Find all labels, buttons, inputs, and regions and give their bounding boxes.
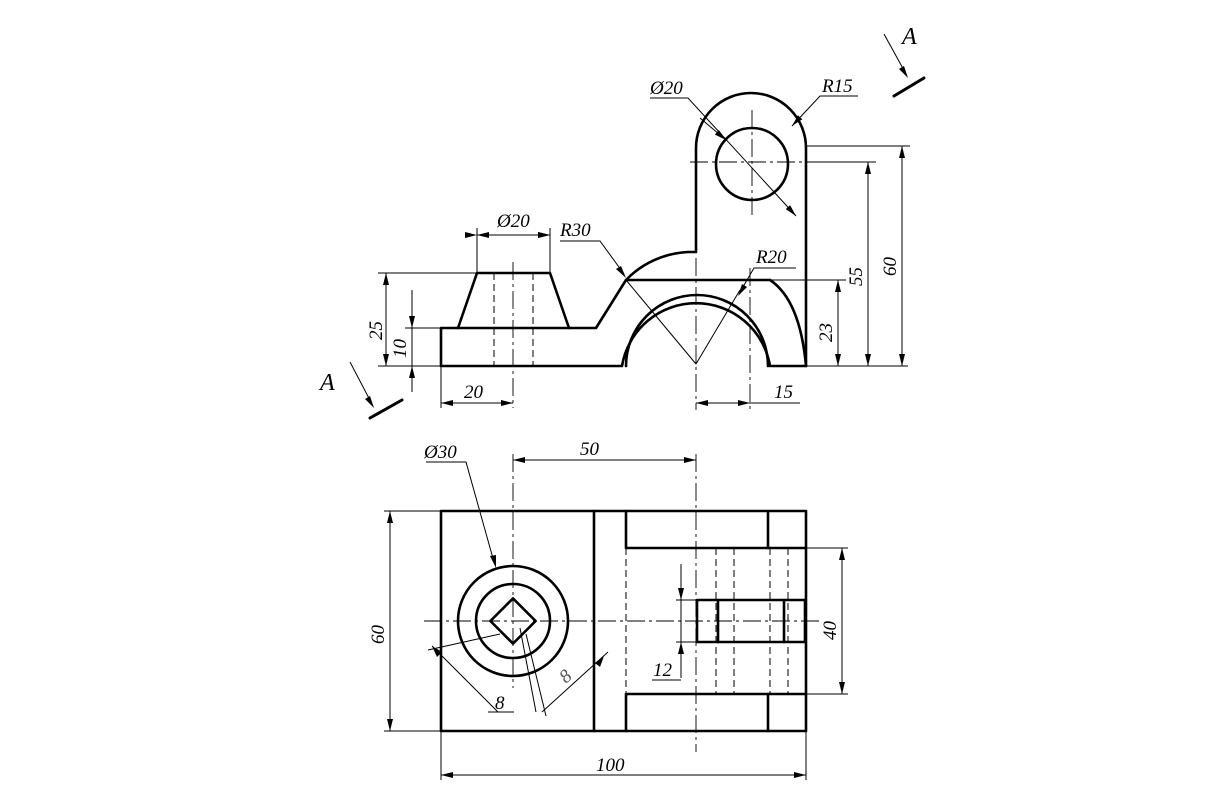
dim15-label: 15 xyxy=(774,382,793,403)
front-view: Ø20 R15 Ø20 R30 R20 25 10 xyxy=(318,24,926,420)
dim10-label: 10 xyxy=(390,339,411,359)
section-indicator-top: A xyxy=(883,24,926,98)
dim12-label: 12 xyxy=(653,660,673,681)
arch-outer-right xyxy=(768,278,808,368)
section-label-bottom: A xyxy=(318,370,335,396)
front-view-outline xyxy=(439,91,808,368)
dia30-leader xyxy=(426,461,495,563)
r20-leader xyxy=(739,267,796,293)
section-indicator-bottom: A xyxy=(318,361,404,420)
top-view: Ø30 50 60 40 12 8 xyxy=(368,439,848,780)
dia20-top-label: Ø20 xyxy=(649,78,683,99)
tapered-boss xyxy=(456,271,571,330)
section-label-top: A xyxy=(900,24,917,50)
r30-label: R30 xyxy=(559,220,591,241)
r15-label: R15 xyxy=(821,76,853,97)
arch-inner xyxy=(624,293,770,368)
lower-lug xyxy=(624,692,770,733)
dim100-label: 100 xyxy=(596,755,625,776)
dim40-label: 40 xyxy=(820,621,841,641)
sq8-label-a: 8 xyxy=(495,693,505,714)
dim25-label: 25 xyxy=(366,321,387,340)
dia20-top-leader xyxy=(650,97,797,217)
r15-leader xyxy=(791,95,858,127)
sq8-line-a xyxy=(431,645,499,713)
sq8-label-b: 8 xyxy=(555,665,576,687)
dim60-label: 60 xyxy=(880,257,901,277)
upper-lug xyxy=(624,509,770,550)
dim60-top-label: 60 xyxy=(368,625,389,645)
dia20-boss-label: Ø20 xyxy=(496,211,530,232)
dia30-label: Ø30 xyxy=(423,442,457,463)
dim23-label: 23 xyxy=(816,323,837,342)
r20-radius-line xyxy=(695,289,741,365)
r30-radius-line xyxy=(625,279,697,365)
dim20-label: 20 xyxy=(464,382,484,403)
r30-leader xyxy=(560,240,625,275)
r20-label: R20 xyxy=(755,247,787,268)
dim50-label: 50 xyxy=(580,439,600,460)
sq8-ext-b xyxy=(525,633,547,717)
dim55-label: 55 xyxy=(846,267,867,286)
dia20-top-arrow xyxy=(699,117,727,141)
sq8-ext-c xyxy=(519,627,537,713)
square-hole xyxy=(489,597,537,645)
sq8-ext xyxy=(427,633,501,651)
